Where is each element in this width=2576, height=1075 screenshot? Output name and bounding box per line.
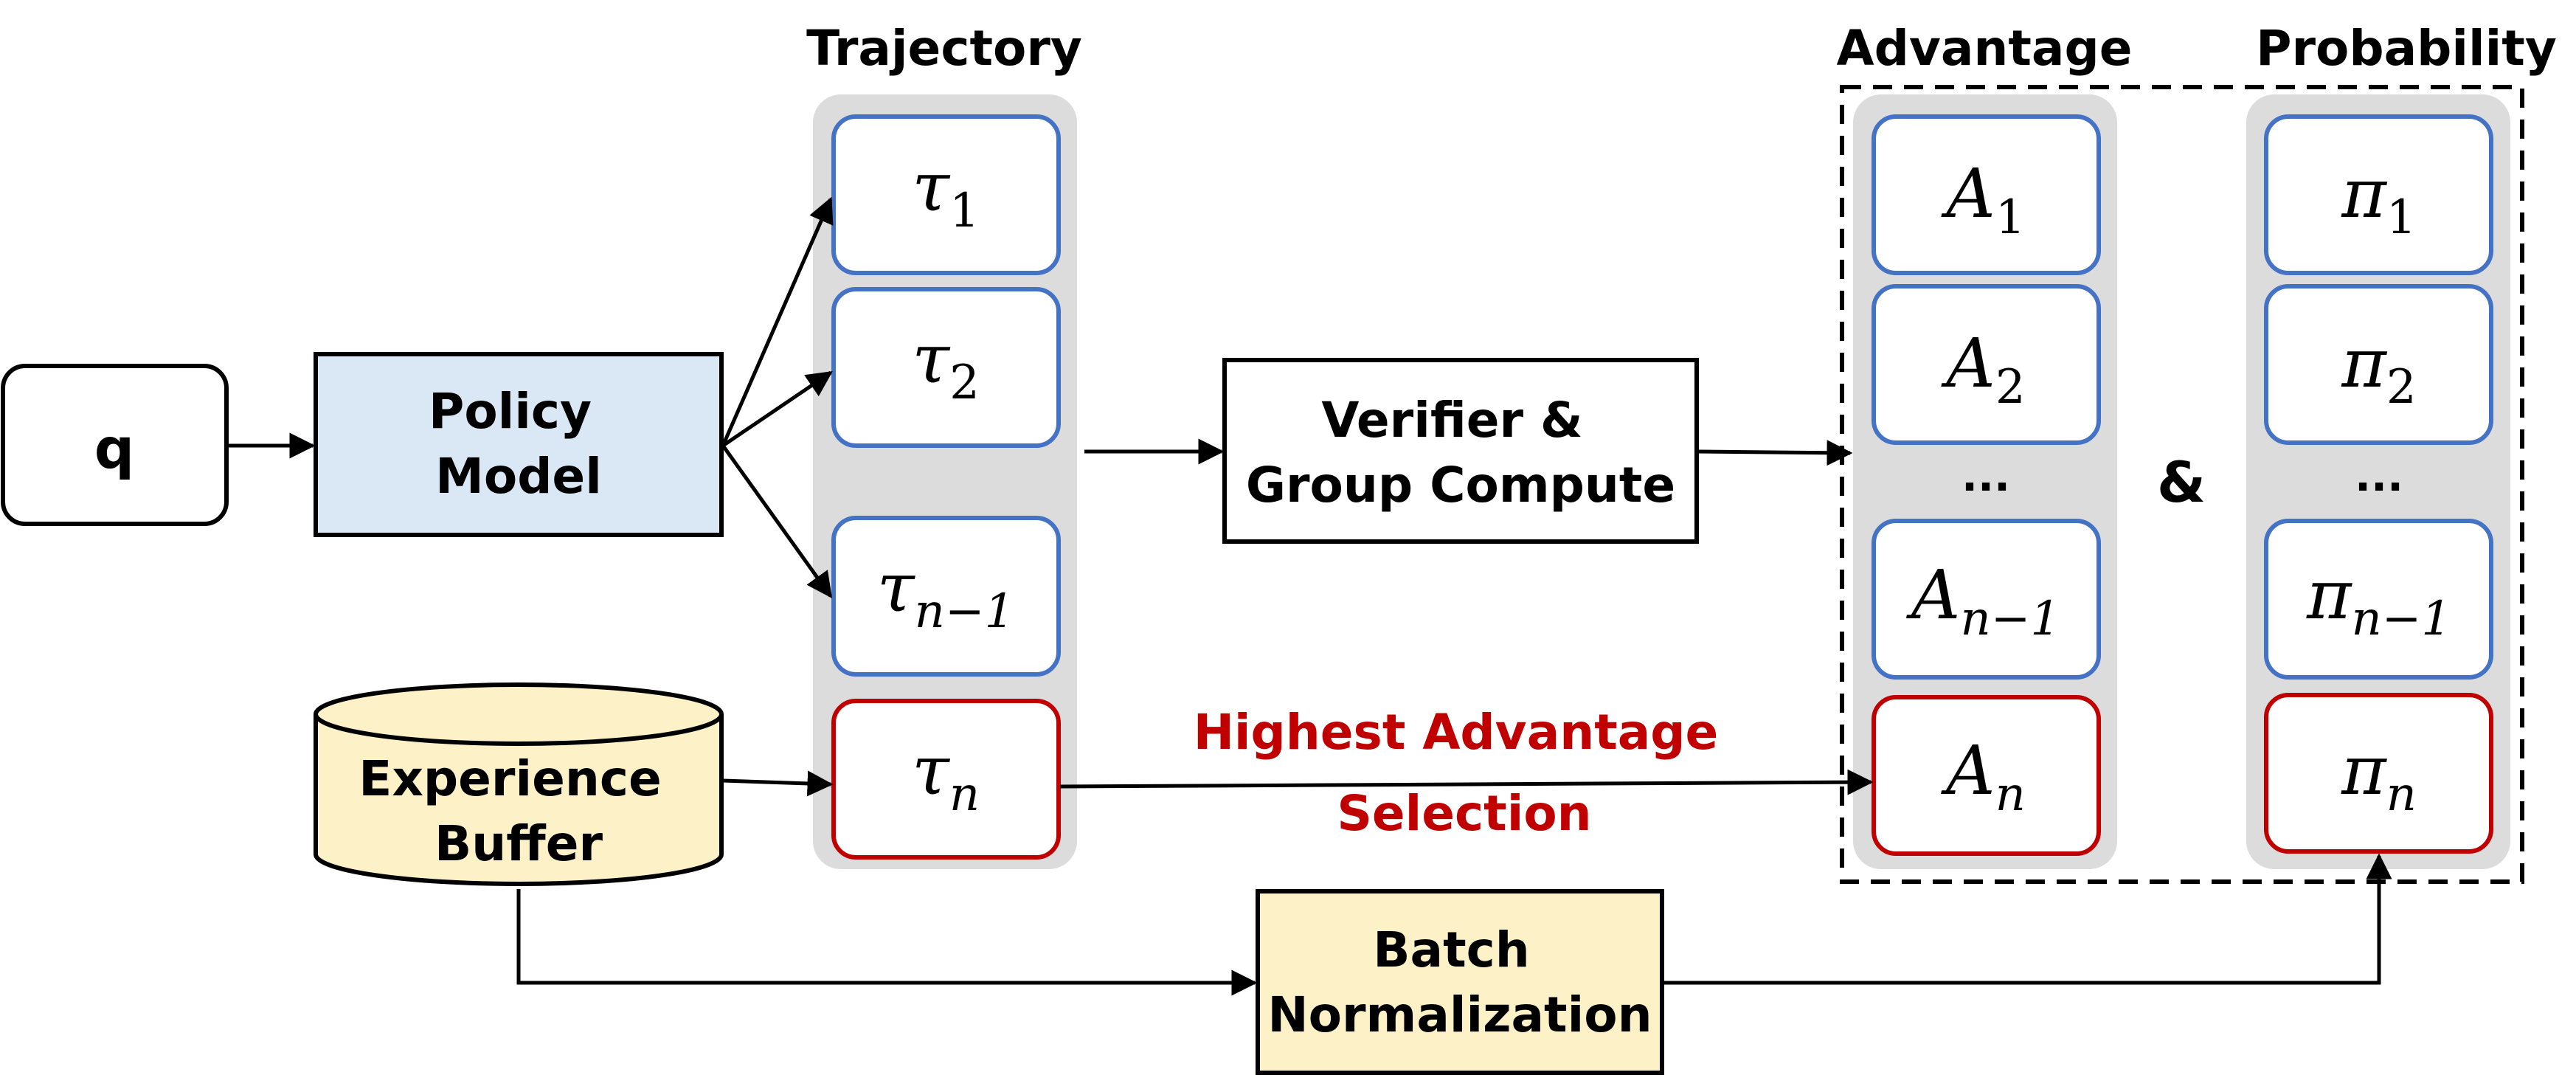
advantage-header: Advantage	[1837, 20, 2133, 77]
probability-symbol-n-1: πn−1	[2306, 556, 2451, 646]
advantage-symbol-n-1: An−1	[1905, 556, 2060, 646]
trajectory-header: Trajectory	[806, 20, 1082, 77]
trajectory-box-2	[831, 287, 1061, 448]
arrow-policy-to-taun1	[721, 444, 833, 598]
advantage-box-2	[1872, 284, 2101, 445]
pi-n-1-base: π	[2306, 556, 2352, 635]
batch-norm-line2: Normalization	[1267, 986, 1652, 1043]
tau-n-1-base: τ	[877, 548, 916, 627]
tau-2-base: τ	[912, 319, 951, 398]
tau-1-base: τ	[912, 148, 951, 227]
advantage-symbol-1: A1	[1940, 154, 2025, 245]
a-n-sub: n	[1995, 767, 2026, 822]
policy-model-line1: Policy	[429, 383, 592, 440]
policy-model-label: Policy Model	[429, 383, 609, 505]
verifier-label: Verifier & Group Compute	[1246, 392, 1675, 514]
trajectory-symbol-n: τn	[912, 731, 980, 822]
ampersand-symbol: &	[2157, 449, 2206, 515]
trajectory-symbol-2: τ2	[912, 319, 980, 410]
a-2-sub: 2	[1995, 360, 2026, 415]
trajectory-symbol-1: τ1	[912, 148, 980, 238]
arrow-batchnorm-to-pin	[1662, 853, 2392, 985]
selection-line1: Highest Advantage	[1194, 704, 1719, 761]
batch-norm-node	[1256, 889, 1664, 1075]
advantage-symbol-n: An	[1940, 731, 2026, 822]
advantage-symbol-2: A2	[1940, 324, 2025, 415]
advantage-probability-group	[1840, 85, 2524, 884]
probability-box-2	[2264, 284, 2493, 445]
a-n-base: A	[1940, 731, 1995, 810]
probability-box-1	[2264, 114, 2493, 275]
advantage-box-1	[1872, 114, 2101, 275]
probability-box-n-1	[2264, 519, 2493, 680]
query-label: q	[94, 415, 134, 481]
experience-buffer-line1: Experience	[359, 750, 661, 807]
selection-line2: Selection	[1337, 785, 1591, 842]
verifier-line2: Group Compute	[1246, 457, 1675, 514]
experience-buffer-node	[314, 682, 724, 886]
trajectory-box-1	[831, 114, 1061, 275]
arrow-buffer-to-batchnorm	[516, 889, 1258, 996]
tau-n-1-sub: n−1	[915, 584, 1015, 639]
tau-2-sub: 2	[949, 356, 980, 410]
advantage-ellipsis: ...	[1962, 451, 2010, 501]
pi-2-sub: 2	[2386, 360, 2417, 415]
probability-symbol-1: π1	[2341, 154, 2416, 245]
probability-box-n	[2264, 693, 2493, 854]
tau-n-sub: n	[949, 767, 980, 822]
a-1-base: A	[1940, 154, 1995, 233]
pi-1-sub: 1	[2386, 190, 2417, 245]
a-n-1-base: A	[1905, 556, 1960, 635]
experience-buffer-line2: Buffer	[434, 815, 603, 872]
policy-model-line2: Model	[435, 448, 602, 505]
trajectory-box-n	[831, 699, 1061, 860]
tau-1-sub: 1	[949, 184, 980, 238]
tau-n-base: τ	[912, 731, 951, 810]
batch-norm-line1: Batch	[1373, 922, 1530, 978]
probability-ellipsis: ...	[2355, 451, 2403, 501]
probability-symbol-2: π2	[2341, 324, 2416, 415]
arrow-taun-to-an	[1059, 769, 1874, 795]
arrow-buffer-to-taun	[722, 770, 834, 797]
verifier-node	[1222, 358, 1699, 544]
arrow-policy-to-tau1	[721, 196, 834, 447]
trajectory-symbol-n-1: τn−1	[877, 548, 1014, 639]
pi-n-sub: n	[2386, 767, 2417, 822]
arrow-policy-to-tau2	[721, 370, 833, 448]
pi-n-base: π	[2341, 731, 2387, 810]
advantage-box-n-1	[1872, 519, 2101, 680]
trajectory-box-n-1	[831, 516, 1061, 677]
policy-model-node	[314, 352, 724, 537]
verifier-line1: Verifier &	[1321, 392, 1582, 449]
a-1-sub: 1	[1995, 190, 2026, 245]
selection-label: Highest Advantage Selection	[1194, 704, 1736, 842]
advantage-box-n	[1872, 695, 2101, 856]
arrow-verifier-to-advantage	[1697, 440, 1853, 466]
batch-norm-label: Batch Normalization	[1267, 922, 1652, 1043]
experience-buffer-label: Experience Buffer	[359, 750, 678, 872]
probability-header: Probability	[2256, 20, 2557, 77]
pi-1-base: π	[2341, 154, 2387, 233]
probability-symbol-n: πn	[2341, 731, 2417, 822]
a-n-1-sub: n−1	[1960, 592, 2060, 646]
pi-2-base: π	[2341, 324, 2387, 403]
a-2-base: A	[1940, 324, 1995, 403]
pi-n-1-sub: n−1	[2351, 592, 2451, 646]
